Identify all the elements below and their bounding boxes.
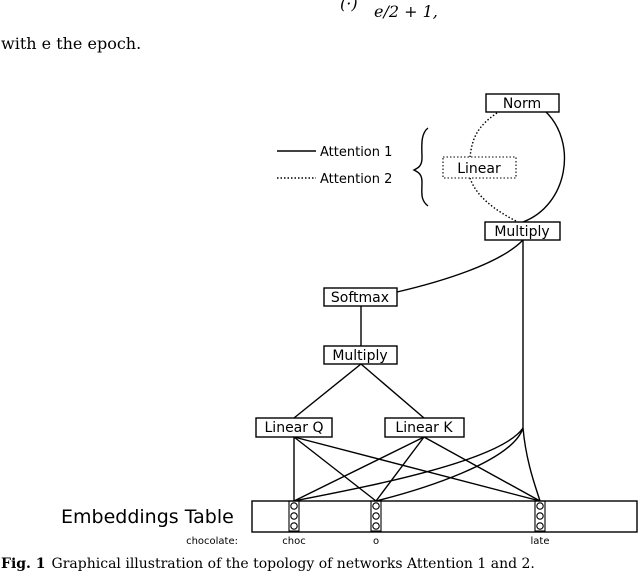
intro-line: with e the epoch. [1,34,142,53]
embeddings-table-title: Embeddings Table [61,506,234,528]
node-linear-k-label: Linear K [395,420,453,436]
attention-topology-figure: Attention 1 Attention 2 Norm Linear Mult… [61,93,638,547]
embeddings-table [251,500,638,533]
edge-lk-late [423,436,541,502]
token-label-late: late [531,536,550,547]
node-linear-k-box [384,417,465,438]
node-multiply-mid-box [323,345,398,365]
edge-linear-multiply-dotted [469,177,519,223]
token-label-choc: choc [282,536,305,547]
node-softmax-label: Softmax [331,290,389,306]
token-label-o: o [373,536,379,547]
node-multiply-mid-label: Multiply [332,348,387,364]
vector-cell [290,512,298,520]
node-multiply-top-box [484,221,561,241]
edge-norm-multiply-solid [522,110,566,223]
vector-cell [372,512,380,520]
vector-cell [536,512,544,520]
token-vector-o [370,500,382,532]
legend-solid-label: Attention 1 [320,145,392,160]
vector-cell [372,522,380,530]
edge-lk-o [375,436,425,502]
legend-dotted-label: Attention 2 [320,172,392,187]
node-softmax-box [323,287,398,307]
edge-lq-late [293,436,541,502]
node-multiply-top-label: Multiply [494,224,549,240]
node-norm-box [485,93,560,113]
edge-multiply-linearq [293,363,362,419]
edge-lq-o [293,436,377,502]
edge-v-late [522,427,541,502]
formula-snippet: (·) e/2 + 1, [340,0,470,22]
node-linear-q-box [255,417,333,438]
node-linear-q-label: Linear Q [265,420,324,436]
edge-v-choc [293,427,524,502]
node-linear-label: Linear [457,161,501,177]
token-vector-choc [288,500,300,532]
node-linear-box [442,156,517,179]
vector-cell [536,522,544,530]
edge-lk-choc [293,436,425,502]
edge-norm-linear-dotted [469,110,501,158]
node-norm-label: Norm [503,96,541,112]
edge-multiply-softmax [396,239,524,293]
row-label: chocolate: [186,536,238,547]
token-vector-late [534,500,546,532]
edge-multiply-lineark [360,363,425,419]
vector-cell [372,502,380,510]
edge-v-o [375,427,524,502]
vector-cell [536,502,544,510]
legend-brace [412,127,429,207]
figure-caption: Fig. 1 Graphical illustration of the topo… [1,556,535,572]
formula-denominator: e/2 + 1, [374,2,438,21]
formula-left: (·) [340,0,358,13]
vector-cell [290,502,298,510]
caption-label: Fig. 1 [1,556,46,572]
caption-text: Graphical illustration of the topology o… [51,556,535,572]
vector-cell [290,522,298,530]
